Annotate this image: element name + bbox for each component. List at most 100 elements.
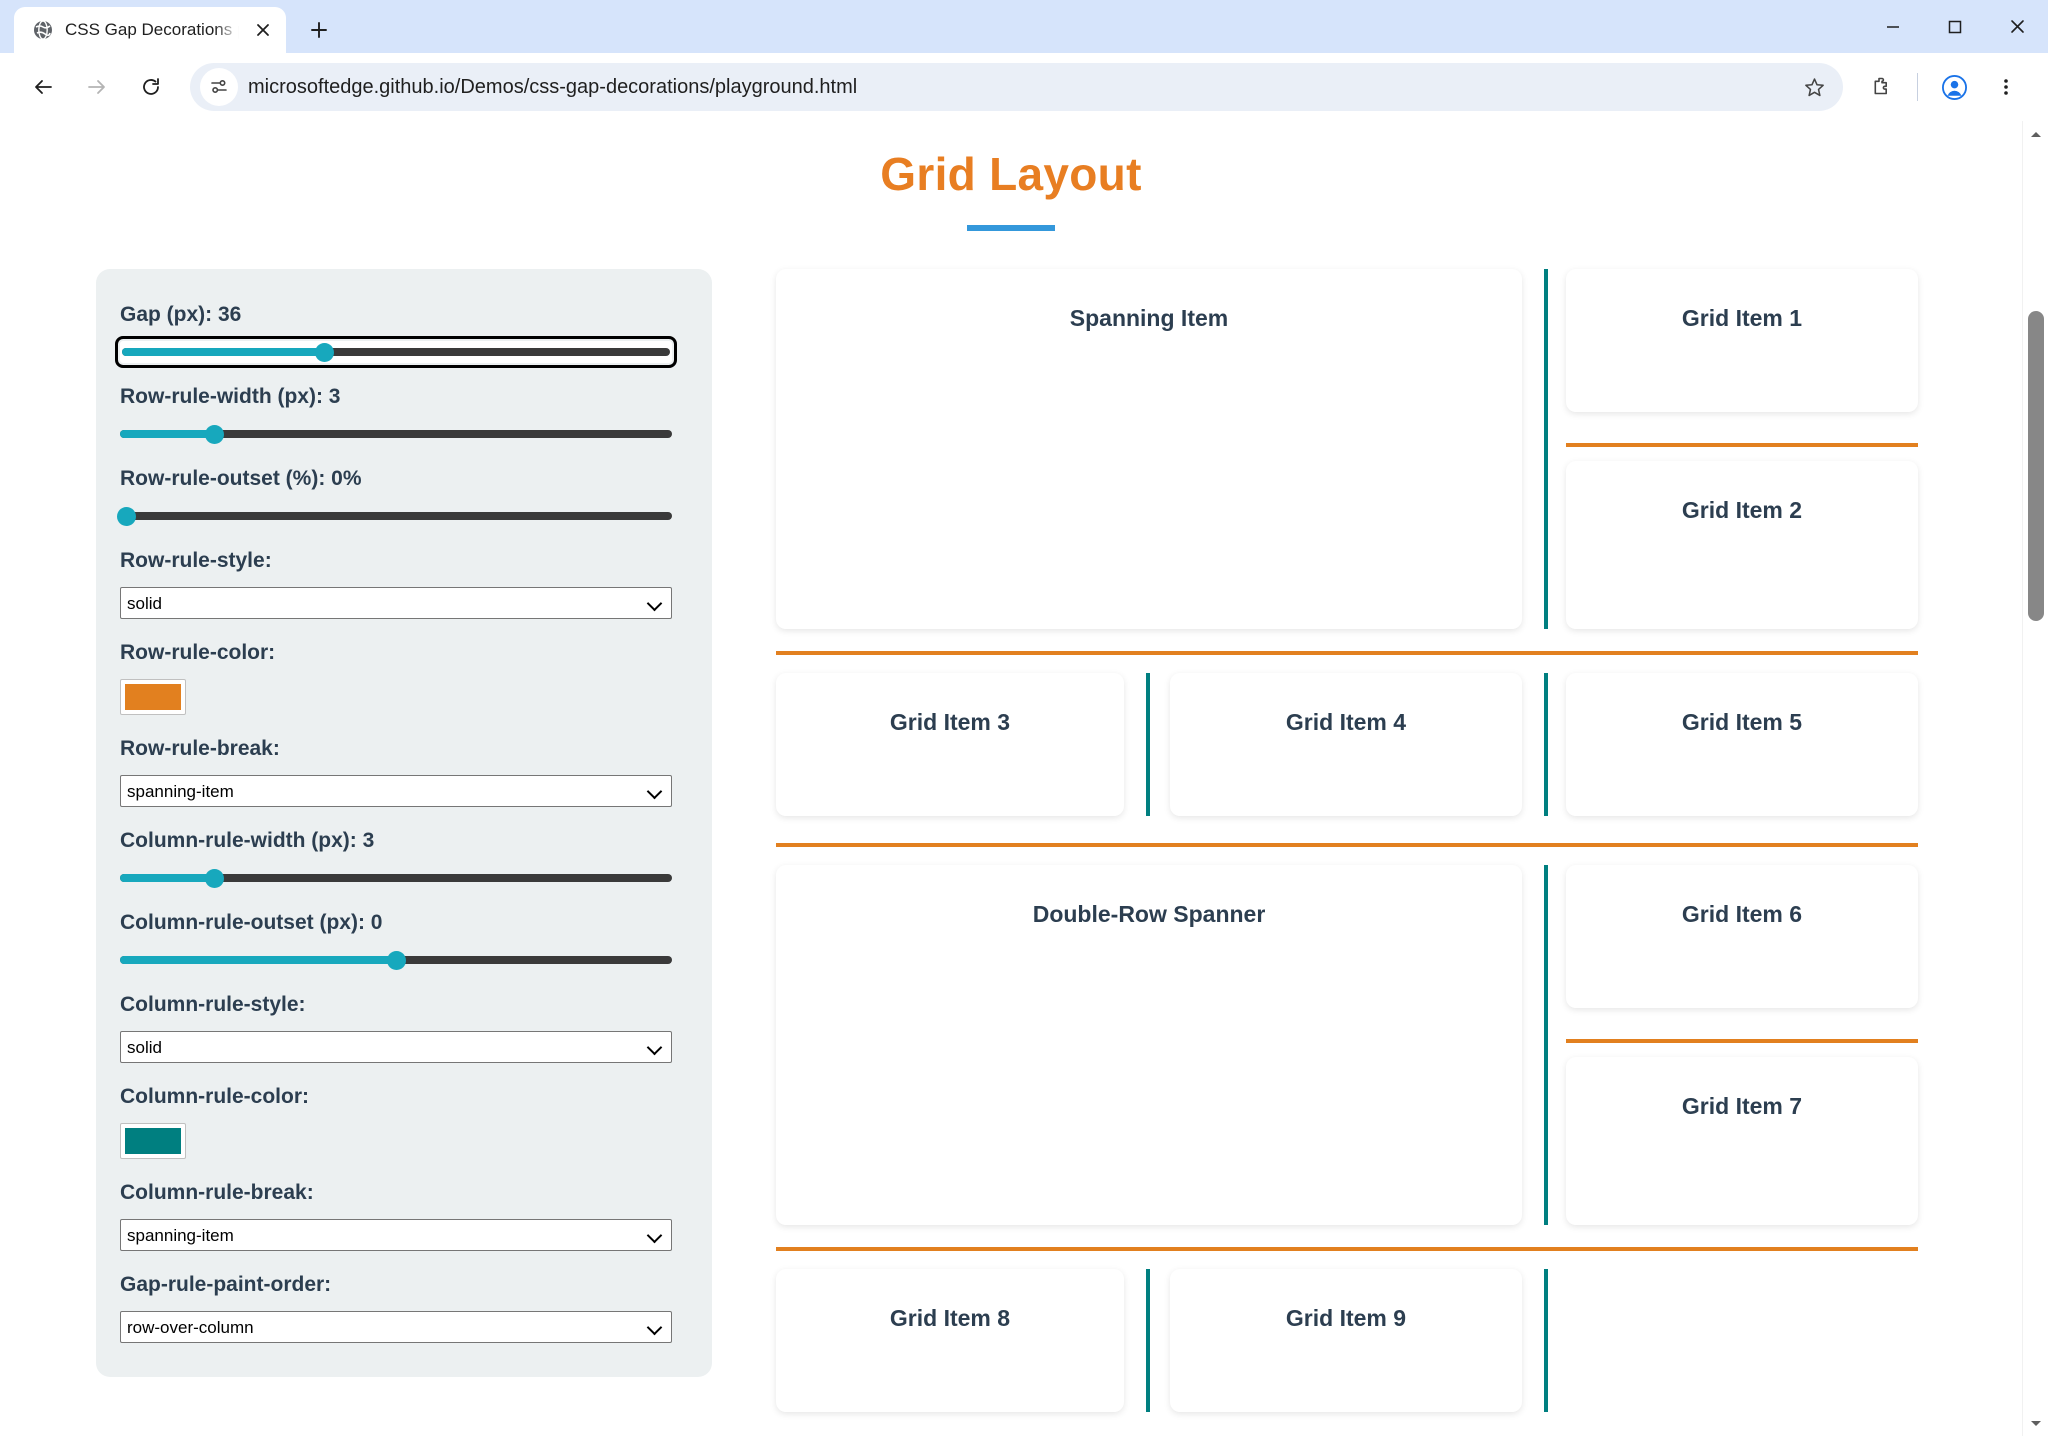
grid-item: Grid Item 5 bbox=[1566, 673, 1918, 816]
scrollbar-thumb[interactable] bbox=[2028, 311, 2044, 621]
control-group-column-rule-color: Column-rule-color: bbox=[120, 1085, 672, 1159]
star-icon[interactable] bbox=[1793, 66, 1835, 108]
control-group-column-rule-break: Column-rule-break:spanning-item bbox=[120, 1181, 672, 1251]
column-rule bbox=[1544, 269, 1548, 629]
slider-track bbox=[122, 348, 670, 356]
maximize-icon[interactable] bbox=[1924, 0, 1986, 53]
slider-track bbox=[120, 874, 672, 882]
row-rule bbox=[776, 843, 1918, 847]
color-swatch-fill bbox=[125, 1128, 181, 1154]
control-group-row-rule-outset: Row-rule-outset (%): 0% bbox=[116, 467, 672, 527]
vertical-scrollbar[interactable] bbox=[2022, 121, 2048, 1436]
three-dot-menu-icon[interactable] bbox=[1982, 63, 2030, 111]
tab-title: CSS Gap Decorations playground bbox=[65, 20, 239, 39]
control-group-column-rule-style: Column-rule-style: solid bbox=[120, 993, 672, 1063]
control-label-column-rule-outset: Column-rule-outset (px): 0 bbox=[120, 911, 383, 934]
grid-item: Grid Item 9 bbox=[1170, 1269, 1522, 1412]
grid-item: Grid Item 3 bbox=[776, 673, 1124, 816]
grid-item-label: Double-Row Spanner bbox=[1032, 901, 1266, 927]
slider-row-rule-outset[interactable] bbox=[116, 505, 672, 527]
address-bar[interactable]: microsoftedge.github.io/Demos/css-gap-de… bbox=[190, 63, 1843, 111]
grid-item: Grid Item 6 bbox=[1566, 865, 1918, 1008]
select-wrap-column-rule-style: solid bbox=[120, 1031, 672, 1063]
row-rule bbox=[1566, 443, 1918, 447]
toolbar-divider bbox=[1917, 73, 1918, 101]
row-rule bbox=[776, 1247, 1918, 1251]
minimize-icon[interactable] bbox=[1862, 0, 1924, 53]
grid-item-label: Grid Item 9 bbox=[1285, 1305, 1407, 1331]
slider-thumb[interactable] bbox=[315, 343, 335, 362]
new-tab-button[interactable] bbox=[300, 11, 338, 49]
close-icon[interactable] bbox=[250, 17, 276, 43]
slider-track bbox=[120, 512, 672, 520]
control-group-row-rule-style: Row-rule-style: solid bbox=[120, 549, 672, 619]
slider-column-rule-outset[interactable] bbox=[120, 949, 672, 971]
slider-thumb[interactable] bbox=[116, 507, 136, 526]
slider-fill bbox=[120, 874, 214, 882]
window-controls bbox=[1862, 0, 2048, 53]
grid-item: Grid Item 8 bbox=[776, 1269, 1124, 1412]
grid-item: Spanning Item bbox=[776, 269, 1522, 629]
select-row-rule-style[interactable]: solid bbox=[120, 587, 672, 619]
color-swatch-column-rule-color[interactable] bbox=[120, 1123, 186, 1159]
control-group-column-rule-outset: Column-rule-outset (px): 0 bbox=[120, 911, 672, 971]
slider-thumb[interactable] bbox=[387, 951, 406, 970]
control-label-row-rule-style: Row-rule-style: bbox=[120, 549, 272, 572]
grid-item-label: Grid Item 2 bbox=[1681, 497, 1803, 523]
control-group-row-rule-color: Row-rule-color: bbox=[120, 641, 672, 715]
grid-item: Grid Item 4 bbox=[1170, 673, 1522, 816]
select-column-rule-style[interactable]: solid bbox=[120, 1031, 672, 1063]
browser-toolbar: microsoftedge.github.io/Demos/css-gap-de… bbox=[0, 53, 2048, 121]
grid-item: Grid Item 2 bbox=[1566, 461, 1918, 629]
back-arrow-icon[interactable] bbox=[18, 62, 68, 112]
page-title: Grid Layout bbox=[880, 148, 1142, 200]
extensions-puzzle-icon[interactable] bbox=[1857, 63, 1905, 111]
forward-arrow-icon[interactable] bbox=[72, 62, 122, 112]
window-close-icon[interactable] bbox=[1986, 0, 2048, 53]
control-label-column-rule-style: Column-rule-style: bbox=[120, 993, 306, 1016]
grid-item-label: Grid Item 6 bbox=[1681, 901, 1803, 927]
control-label-column-rule-width: Column-rule-width (px): 3 bbox=[120, 829, 375, 852]
slider-fill bbox=[120, 430, 214, 438]
control-group-row-rule-break: Row-rule-break: spanning-item bbox=[120, 737, 672, 807]
reload-icon[interactable] bbox=[126, 62, 176, 112]
select-row-rule-break[interactable]: spanning-item bbox=[120, 775, 672, 807]
control-label-gap-rule-paint-order: Gap-rule-paint-order: bbox=[120, 1273, 332, 1296]
color-swatch-fill bbox=[125, 684, 181, 710]
scroll-down-arrow-icon[interactable] bbox=[2023, 1410, 2048, 1436]
browser-tab[interactable]: CSS Gap Decorations playground bbox=[14, 7, 286, 53]
control-label-row-rule-color: Row-rule-color: bbox=[120, 641, 276, 664]
grid-item: Grid Item 1 bbox=[1566, 269, 1918, 412]
slider-gap[interactable] bbox=[115, 336, 677, 368]
control-label-gap: Gap (px): 36 bbox=[120, 303, 242, 326]
select-wrap-column-rule-break: spanning-item bbox=[120, 1219, 672, 1251]
site-settings-icon[interactable] bbox=[200, 68, 238, 106]
profile-avatar-icon[interactable] bbox=[1930, 63, 1978, 111]
column-rule bbox=[1544, 865, 1548, 1225]
control-label-column-rule-color: Column-rule-color: bbox=[120, 1085, 309, 1108]
slider-track bbox=[120, 430, 672, 438]
control-group-column-rule-width: Column-rule-width (px): 3 bbox=[120, 829, 672, 889]
slider-thumb[interactable] bbox=[204, 869, 224, 888]
grid-item: Double-Row Spanner bbox=[776, 865, 1522, 1225]
select-wrap-gap-rule-paint-order: row-over-column bbox=[120, 1311, 672, 1343]
scroll-up-arrow-icon[interactable] bbox=[2023, 121, 2048, 147]
control-label-row-rule-break: Row-rule-break: bbox=[120, 737, 280, 760]
grid-item-label: Spanning Item bbox=[1069, 305, 1229, 331]
grid-item-label: Grid Item 7 bbox=[1681, 1093, 1803, 1119]
slider-thumb[interactable] bbox=[204, 425, 224, 444]
select-gap-rule-paint-order[interactable]: row-over-column bbox=[120, 1311, 672, 1343]
slider-column-rule-width[interactable] bbox=[120, 867, 672, 889]
slider-fill bbox=[120, 956, 396, 964]
grid-demo-area: Spanning Item Grid Item 1 Grid Item 2 Grid … bbox=[776, 269, 1978, 1412]
slider-row-rule-width[interactable] bbox=[120, 423, 672, 445]
color-swatch-row-rule-color[interactable] bbox=[120, 679, 186, 715]
grid-item-label: Grid Item 8 bbox=[889, 1305, 1011, 1331]
control-group-gap: Gap (px): 36 bbox=[115, 303, 677, 368]
select-column-rule-break[interactable]: spanning-item bbox=[120, 1219, 672, 1251]
column-rule bbox=[1544, 1269, 1548, 1412]
